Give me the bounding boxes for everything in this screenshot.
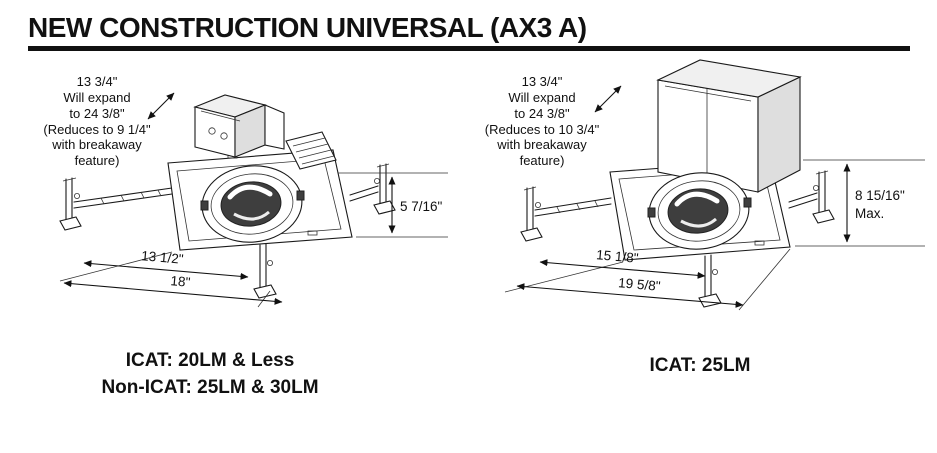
height-dimension: 5 7/16"	[338, 172, 448, 238]
right-caption-line1: ICAT: 25LM	[649, 355, 751, 376]
inner-width-dim-label: 15 1/8"	[596, 247, 640, 266]
hanger-bar-right	[788, 192, 818, 209]
aperture-ring	[647, 172, 752, 250]
nailer-bracket-right	[812, 170, 835, 224]
reflector-swirl	[233, 210, 270, 221]
junction-box	[193, 94, 285, 158]
nailer-bracket-left	[59, 177, 82, 231]
height-dimension: 8 15/16" Max.	[795, 159, 925, 247]
aperture-ring	[200, 165, 305, 243]
ring-clip-left	[200, 200, 209, 211]
left-housing-drawing: 5 7/16" 13 1/2" 18"	[59, 92, 448, 308]
right-housing-drawing: 8 15/16" Max. 15 1/8" 19 5/8"	[504, 59, 925, 311]
right-expansion-note: 13 3/4" Will expand to 24 3/8" (Reduces …	[484, 74, 600, 169]
right-housing-caption: ICAT: 25LM	[575, 353, 825, 380]
reflector-swirl	[680, 217, 717, 228]
page-title: NEW CONSTRUCTION UNIVERSAL (AX3 A)	[28, 12, 587, 43]
height-dim-qualifier: Max.	[855, 206, 884, 221]
hanger-bar-left	[73, 187, 173, 209]
height-dim-label: 5 7/16"	[400, 199, 443, 214]
reflector-highlight	[227, 184, 273, 200]
nailer-bracket-left	[520, 186, 543, 242]
ring-clip-right	[743, 197, 752, 208]
inner-width-dim-label: 13 1/2"	[141, 248, 185, 267]
width-dimensions: 15 1/8" 19 5/8"	[504, 247, 791, 311]
left-caption-line2: Non-ICAT: 25LM & 30LM	[101, 376, 319, 398]
ring-clip-right	[296, 190, 305, 201]
left-caption-line1: ICAT: 20LM & Less	[125, 350, 295, 371]
hanger-bar-right	[349, 185, 379, 202]
expansion-dim-arrow	[594, 85, 622, 113]
width-dimensions: 13 1/2" 18"	[59, 248, 283, 308]
outer-width-dim-label: 18"	[170, 273, 191, 290]
driver-vent-box	[285, 131, 337, 170]
hanger-bar-left	[534, 197, 612, 217]
tall-housing-box	[656, 59, 802, 193]
front-support-bracket	[698, 254, 722, 308]
left-expansion-note: 13 3/4" Will expand to 24 3/8" (Reduces …	[43, 74, 151, 169]
ring-clip-left	[647, 207, 656, 218]
reflector-highlight	[674, 191, 720, 207]
left-housing-caption: ICAT: 20LM & Less Non-ICAT: 25LM & 30LM	[50, 348, 370, 401]
front-support-bracket	[253, 243, 277, 299]
title-rule	[28, 46, 910, 51]
height-dim-label: 8 15/16"	[855, 188, 905, 203]
outer-width-dim-label: 19 5/8"	[618, 275, 662, 294]
expansion-dim-arrow	[147, 92, 175, 120]
